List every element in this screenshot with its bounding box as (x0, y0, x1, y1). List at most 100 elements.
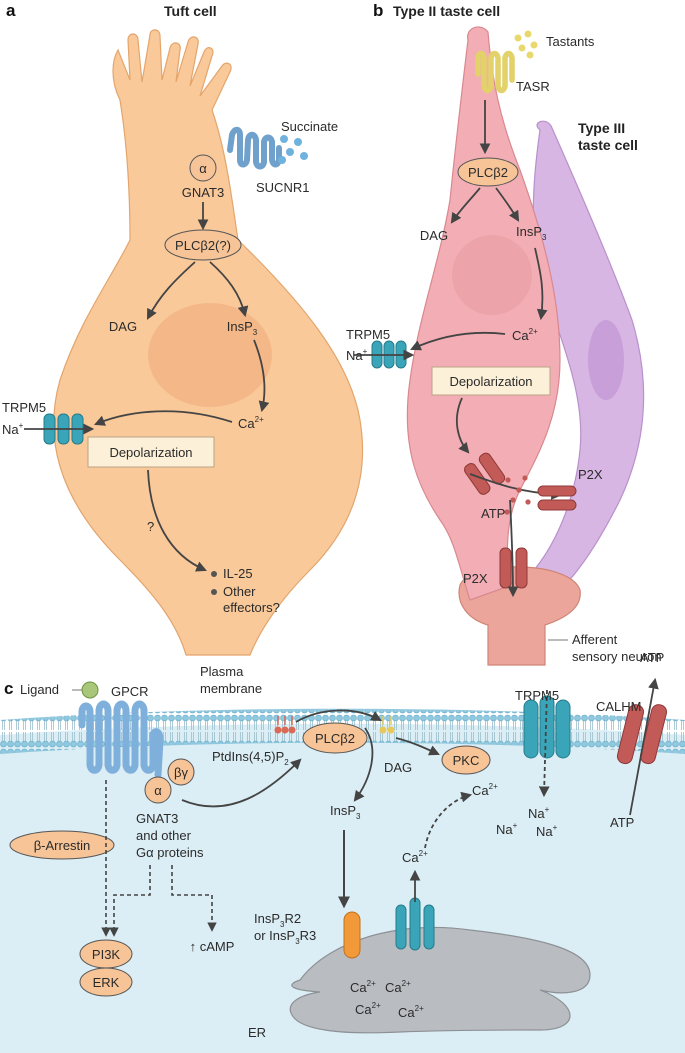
ca-er-out-label: Ca2+ (402, 849, 428, 865)
ca-cyto-label: Ca2+ (472, 782, 498, 798)
dag-lipid-icon (379, 716, 395, 734)
plcb2-enzyme-b (457, 157, 519, 187)
trpm5-label-c: TRPM5 (515, 688, 559, 703)
atp-top-label: ATP (640, 650, 664, 665)
insp3-label-c: InsP3 (330, 803, 361, 821)
plcb2-label-c: PLCβ2 (315, 731, 355, 746)
na-c-3: Na+ (536, 823, 558, 839)
ligand-icon (81, 681, 99, 699)
sucnr1-receptor-icon (227, 126, 282, 170)
other-effectors-line1: Other (223, 584, 256, 599)
depolarization-box-b (431, 366, 551, 396)
neuron-label-line2: sensory neuron (572, 649, 662, 664)
atp-label-b: ATP (481, 506, 505, 521)
er-label: ER (248, 1025, 266, 1040)
trpm5-channel-icon-c (523, 695, 571, 759)
type3-title-line1: Type III (578, 120, 625, 136)
gprot-line2: and other (136, 828, 192, 843)
il25-label: IL-25 (223, 566, 253, 581)
ca-er-1: Ca2+ (350, 979, 376, 995)
bullet-other (211, 589, 217, 595)
tuft-nucleus (148, 303, 272, 407)
pi3k-label: PI3K (92, 947, 121, 962)
betagamma-label: βγ (174, 765, 188, 780)
depolarization-box (87, 436, 215, 468)
na-label-b: Na+ (346, 347, 368, 363)
membrane-label-line1: Plasma (200, 664, 244, 679)
erk-label: ERK (93, 975, 120, 990)
na-c-2: Na+ (496, 821, 518, 837)
bullet-il25 (211, 571, 217, 577)
insp3-receptor-icon (343, 911, 361, 959)
gprot-line1: GNAT3 (136, 811, 178, 826)
other-effectors-line2: effectors? (223, 600, 280, 615)
camp-label: ↑ cAMP (190, 939, 235, 954)
tastant-molecules (514, 30, 538, 59)
dag-label-c: DAG (384, 760, 412, 775)
panel-a-title: Tuft cell (164, 3, 217, 19)
er-calcium-channel-icon (395, 897, 435, 951)
alpha-label: α (199, 161, 207, 176)
panel-b: b Type II taste cell Type III taste cell… (346, 1, 662, 666)
pkc-enzyme (441, 745, 491, 775)
gnat3-label: GNAT3 (182, 185, 224, 200)
pip2-label: PtdIns(4,5)P2 (212, 749, 289, 767)
arrestin-label: β-Arrestin (34, 838, 91, 853)
trpm5-label-b: TRPM5 (346, 327, 390, 342)
plcb2-label-b: PLCβ2 (468, 165, 508, 180)
tasr-label: TASR (516, 79, 550, 94)
panel-b-letter: b (373, 1, 383, 20)
alpha-label-c: α (154, 783, 162, 798)
na-c-1: Na+ (528, 805, 550, 821)
succinate-label: Succinate (281, 119, 338, 134)
depolarization-label: Depolarization (109, 445, 192, 460)
panel-c: c ER Ligand GPCR Plasma membrane α βγ GN… (0, 650, 685, 1053)
atp-bottom-label: ATP (610, 815, 634, 830)
pip2-lipid-icon (274, 716, 296, 734)
ca-er-3: Ca2+ (355, 1001, 381, 1017)
p2x-right-label: P2X (578, 467, 603, 482)
plcb2-enzyme (164, 229, 242, 261)
insp3-label-b: InsP3 (516, 224, 547, 242)
sucnr1-label: SUCNR1 (256, 180, 309, 195)
panel-a-letter: a (6, 1, 16, 20)
ca-er-4: Ca2+ (398, 1004, 424, 1020)
ca-er-2: Ca2+ (385, 979, 411, 995)
calhm-label: CALHM (596, 699, 642, 714)
p2x-receptor-right-icon (537, 485, 577, 511)
insp3r-label-line1: InsP3R2 (254, 911, 301, 929)
ca-label-b: Ca2+ (512, 327, 538, 343)
erk-enzyme (79, 967, 133, 997)
arrestin-enzyme (9, 830, 115, 860)
ligand-label: Ligand (20, 682, 59, 697)
membrane-label-line2: membrane (200, 681, 262, 696)
ca-label: Ca2+ (238, 415, 264, 431)
neuron-label-line1: Afferent (572, 632, 618, 647)
betagamma-subunit (167, 758, 195, 786)
succinate-molecules (278, 135, 308, 164)
p2x-bottom-label: P2X (463, 571, 488, 586)
insp3r-label-line2: or InsP3R3 (254, 928, 316, 946)
plcb2-enzyme-c (302, 722, 368, 754)
gprot-line3: Gα proteins (136, 845, 204, 860)
calhm-channel-icon (616, 704, 668, 765)
type3-title-line2: taste cell (578, 137, 638, 153)
alpha-subunit-c (144, 776, 172, 804)
type2-nucleus (452, 235, 532, 315)
insp3-label: InsP3 (227, 319, 258, 337)
dag-label: DAG (109, 319, 137, 334)
atp-molecules (504, 475, 531, 515)
tasr-receptor-icon (475, 50, 515, 94)
panel-b-title: Type II taste cell (393, 3, 500, 19)
atp-release-channel-icon (464, 452, 506, 495)
question-mark: ? (147, 519, 154, 534)
panel-c-letter: c (4, 679, 13, 698)
endoplasmic-reticulum (289, 926, 591, 1034)
plcb2-label: PLCβ2(?) (175, 238, 231, 253)
p2x-receptor-bottom-icon (499, 547, 528, 589)
gpcr-icon (78, 700, 164, 779)
tastants-label: Tastants (546, 34, 595, 49)
depolarization-label-b: Depolarization (449, 374, 532, 389)
panel-a: a Tuft cell Succinate SUCNR1 α GNAT3 PLC… (2, 1, 364, 656)
